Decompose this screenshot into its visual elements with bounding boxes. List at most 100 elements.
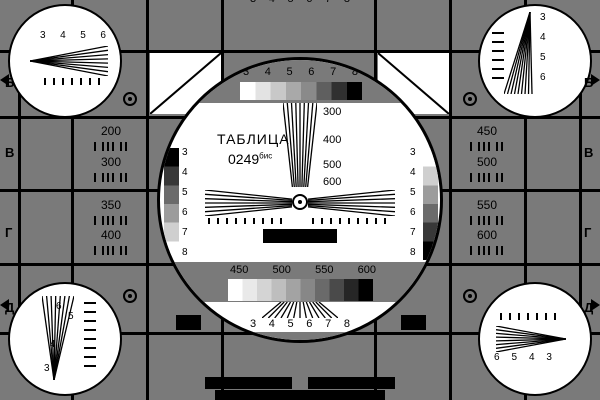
digit: 7	[182, 227, 188, 238]
grid-line-vertical	[146, 0, 149, 400]
digit: 3	[44, 363, 50, 374]
target-icon	[463, 289, 477, 303]
black-reference-bar	[263, 229, 337, 243]
burst-pattern	[94, 173, 128, 182]
horizontal-wedge-icon	[30, 46, 108, 76]
black-bar	[205, 377, 292, 389]
target-icon	[123, 289, 137, 303]
card-code-number: 0249	[228, 151, 260, 167]
digit: 6	[540, 72, 546, 83]
digit: 5	[288, 0, 294, 5]
grayscale-step-bar	[228, 279, 373, 301]
digit: 4	[182, 167, 188, 178]
grid-line-vertical	[71, 0, 74, 400]
card-title: ТАБЛИЦА	[217, 131, 290, 147]
row-marker-arrow-icon	[591, 74, 600, 86]
card-code-suffix: бис	[259, 151, 273, 161]
grayscale-strip-left	[164, 148, 179, 260]
digit: 3	[243, 66, 250, 78]
digit: 6	[306, 318, 313, 330]
row-label-left: Г	[5, 225, 13, 240]
row-label-right: Г	[584, 225, 592, 240]
digit: 3	[410, 147, 416, 158]
frequency-label: 300	[323, 106, 342, 118]
frequency-value: 200	[100, 124, 122, 138]
row-label-right: В	[584, 145, 594, 160]
tick-marks	[84, 302, 96, 372]
grid-line-vertical	[18, 50, 21, 335]
digit: 6	[494, 352, 500, 363]
digit: 4	[264, 66, 271, 78]
row-marker-arrow-icon	[0, 74, 9, 86]
digit: 4	[60, 30, 66, 41]
corner-digit-row: 6 5 4 3	[494, 352, 552, 363]
grid-line-vertical	[579, 50, 582, 335]
grid-line-vertical	[524, 0, 527, 400]
frequency-value: 550	[476, 197, 498, 212]
frequency-label: 500	[323, 159, 342, 171]
row-label-left: Д	[5, 300, 15, 315]
frequency-cell-left-bottom: 350 400	[76, 194, 146, 260]
frequency-label: 500	[272, 264, 291, 276]
digit: 7	[410, 227, 416, 238]
tick-marks	[492, 32, 504, 82]
frequency-label: 600	[357, 264, 376, 276]
horizontal-wedge-icon	[308, 190, 395, 216]
digit: 4	[268, 318, 275, 330]
burst-pattern	[470, 142, 504, 151]
burst-pattern	[94, 142, 128, 151]
frequency-cell-left-top: 200 300	[76, 120, 146, 187]
digit: 5	[80, 30, 86, 41]
grid-line-vertical	[449, 0, 452, 400]
digit: 5	[410, 187, 416, 198]
digit: 8	[351, 66, 358, 78]
digit: 6	[308, 66, 315, 78]
digit: 5	[287, 318, 294, 330]
center-target-icon	[292, 194, 308, 210]
digit: 7	[330, 66, 337, 78]
burst-pattern	[470, 246, 504, 256]
frequency-value: 350	[100, 197, 122, 212]
digit: 5	[68, 311, 74, 322]
digit: 6	[56, 301, 62, 312]
digit: 8	[343, 318, 350, 330]
digit: 6	[306, 0, 312, 5]
gray-band	[160, 332, 440, 340]
digit: 3	[40, 30, 46, 41]
burst-pattern	[94, 246, 128, 256]
frequency-label: 550	[315, 264, 334, 276]
bottom-digit-row: 3 4 5 6 7 8	[250, 318, 350, 330]
digit: 4	[540, 32, 546, 43]
burst-pattern	[470, 173, 504, 182]
top-digit-row: 3 4 5 6 7 8	[243, 66, 358, 78]
frequency-label: 600	[323, 176, 342, 188]
burst-pattern	[470, 215, 504, 225]
frequency-label: 400	[323, 134, 342, 146]
frequency-value: 500	[476, 155, 498, 169]
corner-digit-column: 3 4 5 6	[540, 13, 546, 83]
black-bar	[215, 390, 385, 400]
digit: 5	[511, 352, 518, 363]
corner-digit-row: 3 4 5 6	[40, 30, 106, 41]
corner-circle-top-left	[8, 4, 122, 118]
left-scale-digits: 3 4 5 6 7 8	[182, 148, 188, 258]
digit: 4	[50, 339, 56, 350]
card-code: 0249бис	[228, 152, 272, 166]
digit: 4	[269, 0, 275, 5]
digit: 5	[182, 187, 188, 198]
frequency-cell-right-bottom: 550 600	[452, 194, 522, 260]
digit: 6	[410, 207, 416, 218]
frequency-value: 450	[476, 124, 498, 138]
vertical-wedge-icon	[283, 103, 317, 187]
row-marker-arrow-icon	[591, 299, 600, 311]
digit: 6	[100, 30, 106, 41]
digit: 3	[182, 147, 188, 158]
grayscale-step-bar	[240, 82, 362, 100]
burst-pattern	[94, 215, 128, 225]
tick-marks	[500, 313, 560, 320]
row-label-right: Б	[584, 75, 594, 90]
black-square	[401, 315, 426, 330]
row-label-left: Б	[5, 75, 15, 90]
frequency-cell-right-top: 450 500	[452, 120, 522, 187]
row-label-right: Д	[584, 300, 594, 315]
